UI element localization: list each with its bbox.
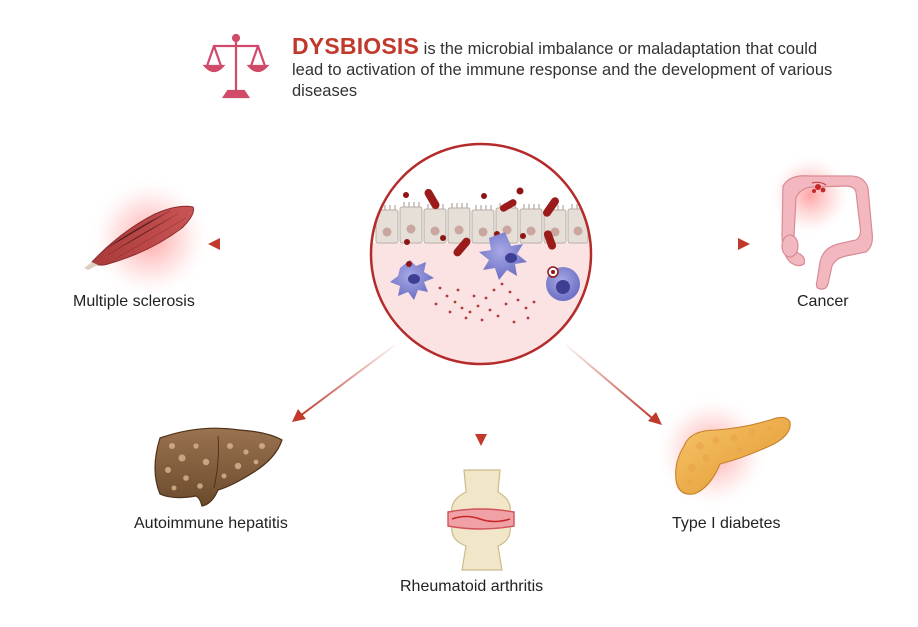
liver-icon [154,427,283,507]
pancreas-icon [675,416,791,495]
gut-epithelium-icon [369,142,593,366]
arrow-to-multiple-sclerosis [208,238,365,250]
arrow-to-type1-diabetes [565,344,662,425]
label-cancer: Cancer [797,293,849,310]
colon-icon [781,175,873,290]
cancer-glow [768,153,852,237]
arrow-to-autoimmune-hepatitis [292,344,396,422]
label-type1-diabetes: Type I diabetes [672,515,781,532]
header-description: DYSBIOSIS is the microbial imbalance or … [292,33,852,102]
arrow-to-cancer [597,238,750,250]
header-keyword: DYSBIOSIS [292,33,420,59]
label-rheumatoid-arthritis: Rheumatoid arthritis [400,578,544,595]
muscle-icon [84,205,194,270]
balance-scale-icon [202,33,270,99]
label-autoimmune-hepatitis: Autoimmune hepatitis [134,515,288,532]
knee-joint-icon [447,469,515,571]
arrow-to-rheumatoid-arthritis [475,368,487,446]
header-body: is the microbial imbalance or maladaptat… [292,40,833,100]
label-multiple-sclerosis: Multiple sclerosis [73,293,195,310]
tumor-spot [812,184,826,193]
